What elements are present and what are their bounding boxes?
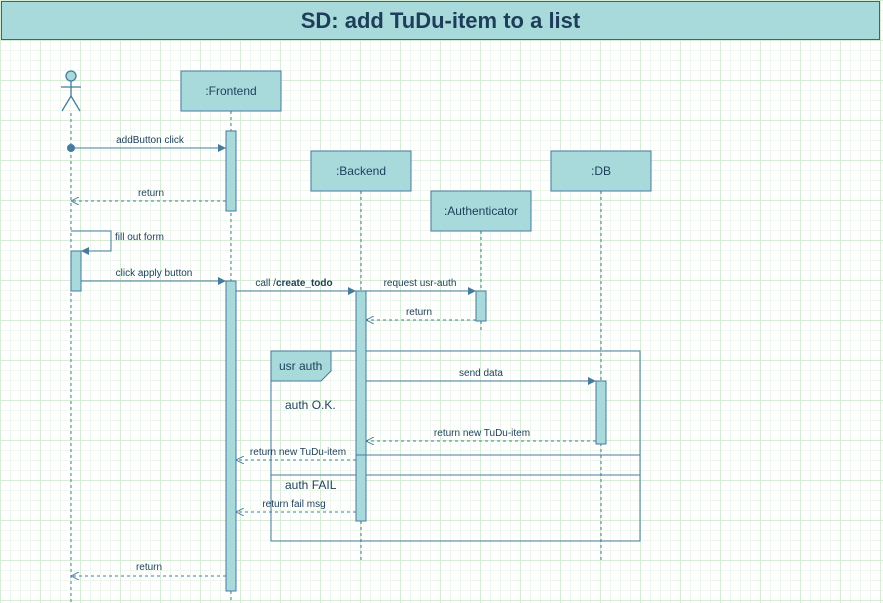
activation-actor bbox=[70, 250, 82, 292]
message-return-new-tudu-item-db: return new TuDu-item bbox=[366, 428, 596, 441]
message-return-1: return bbox=[71, 188, 226, 201]
message-return-2: return bbox=[366, 307, 476, 320]
participant-backend-label: :Backend bbox=[336, 164, 386, 178]
fragment-usr-auth: usr auth auth O.K. auth FAIL bbox=[270, 350, 641, 542]
message-add-button-click: addButton click bbox=[67, 135, 226, 152]
message-call-create-todo-label: call /create_todo bbox=[255, 278, 332, 289]
guard-auth-ok: auth O.K. bbox=[285, 398, 336, 412]
message-send-data-label: send data bbox=[459, 368, 503, 379]
message-add-button-click-label: addButton click bbox=[116, 135, 185, 146]
message-return-final: return bbox=[71, 562, 226, 576]
message-return-1-label: return bbox=[138, 188, 164, 199]
message-fill-out-form: fill out form bbox=[71, 230, 164, 255]
participant-frontend-label: :Frontend bbox=[205, 84, 256, 98]
message-click-apply-button-label: click apply button bbox=[116, 268, 193, 279]
message-fill-out-form-label: fill out form bbox=[115, 232, 164, 243]
participant-frontend: :Frontend bbox=[180, 70, 282, 112]
message-request-usr-auth: request usr-auth bbox=[366, 278, 476, 295]
guard-auth-fail: auth FAIL bbox=[285, 478, 337, 492]
activation-frontend-1 bbox=[225, 130, 237, 212]
activation-backend bbox=[355, 290, 367, 522]
fragment-label: usr auth bbox=[279, 359, 322, 373]
message-return-new-tudu-item-fe: return new TuDu-item bbox=[236, 447, 356, 460]
message-return-new-tudu-item-db-label: return new TuDu-item bbox=[434, 428, 530, 439]
activation-db bbox=[595, 380, 607, 445]
message-call-create-todo: call /create_todo bbox=[236, 278, 356, 295]
activation-authenticator bbox=[475, 290, 487, 322]
activation-frontend-2 bbox=[225, 280, 237, 592]
participant-authenticator: :Authenticator bbox=[430, 190, 532, 232]
participant-db-label: :DB bbox=[591, 164, 611, 178]
message-request-usr-auth-label: request usr-auth bbox=[384, 278, 457, 289]
message-return-fail-msg-label: return fail msg bbox=[262, 499, 325, 510]
message-return-2-label: return bbox=[406, 307, 432, 318]
diagram-title: SD: add TuDu-item to a list bbox=[1, 1, 880, 40]
message-click-apply-button: click apply button bbox=[81, 268, 226, 285]
participant-authenticator-label: :Authenticator bbox=[444, 204, 518, 218]
message-return-final-label: return bbox=[136, 562, 162, 573]
message-send-data: send data bbox=[366, 368, 596, 385]
participant-db: :DB bbox=[550, 150, 652, 192]
message-return-fail-msg: return fail msg bbox=[236, 499, 356, 512]
actor-figure bbox=[61, 70, 81, 112]
message-return-new-tudu-item-fe-label: return new TuDu-item bbox=[250, 447, 346, 458]
participant-backend: :Backend bbox=[310, 150, 412, 192]
